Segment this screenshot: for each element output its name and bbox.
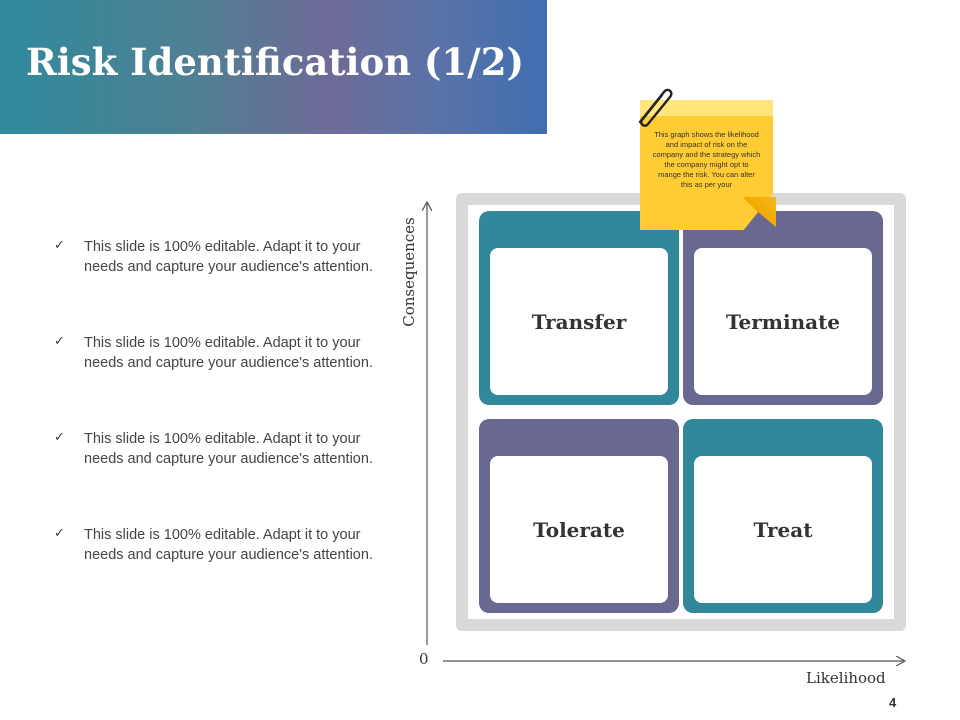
quadrant-label-treat: Treat [753, 517, 813, 542]
quadrant-label-tolerate: Tolerate [533, 517, 625, 542]
paperclip-icon [638, 88, 673, 127]
bullet-item: ✓ This slide is 100% editable. Adapt it … [54, 334, 384, 430]
bullet-list: ✓ This slide is 100% editable. Adapt it … [54, 238, 384, 622]
quadrant-card: Treat [694, 456, 872, 603]
bullet-item: ✓ This slide is 100% editable. Adapt it … [54, 526, 384, 622]
slide-title: Risk Identification (1/2) [26, 40, 524, 84]
bullet-item: ✓ This slide is 100% editable. Adapt it … [54, 430, 384, 526]
sticky-note-tape [640, 100, 773, 116]
x-axis-label: Likelihood [806, 669, 886, 687]
page-number: 4 [889, 695, 897, 710]
bullet-text: This slide is 100% editable. Adapt it to… [84, 239, 373, 275]
quadrant-card: Tolerate [490, 456, 668, 603]
quadrant-terminate: Terminate [683, 211, 883, 405]
bullet-text: This slide is 100% editable. Adapt it to… [84, 431, 373, 467]
checkmark-icon: ✓ [54, 238, 65, 253]
checkmark-icon: ✓ [54, 430, 65, 445]
quadrant-label-transfer: Transfer [531, 309, 627, 334]
sticky-note: This graph shows the likelihood and impa… [640, 100, 773, 230]
quadrant-tolerate: Tolerate [479, 419, 679, 613]
checkmark-icon: ✓ [54, 526, 65, 541]
bullet-text: This slide is 100% editable. Adapt it to… [84, 527, 373, 563]
quadrant-card: Terminate [694, 248, 872, 395]
y-axis-label: Consequences [400, 217, 418, 327]
quadrant-transfer: Transfer [479, 211, 679, 405]
quadrant-card: Transfer [490, 248, 668, 395]
sticky-note-text: This graph shows the likelihood and impa… [652, 130, 761, 189]
origin-label: 0 [419, 650, 429, 668]
bullet-text: This slide is 100% editable. Adapt it to… [84, 335, 373, 371]
title-banner: Risk Identification (1/2) [0, 0, 547, 134]
quadrant-label-terminate: Terminate [725, 309, 841, 334]
checkmark-icon: ✓ [54, 334, 65, 349]
quadrant-treat: Treat [683, 419, 883, 613]
bullet-item: ✓ This slide is 100% editable. Adapt it … [54, 238, 384, 334]
